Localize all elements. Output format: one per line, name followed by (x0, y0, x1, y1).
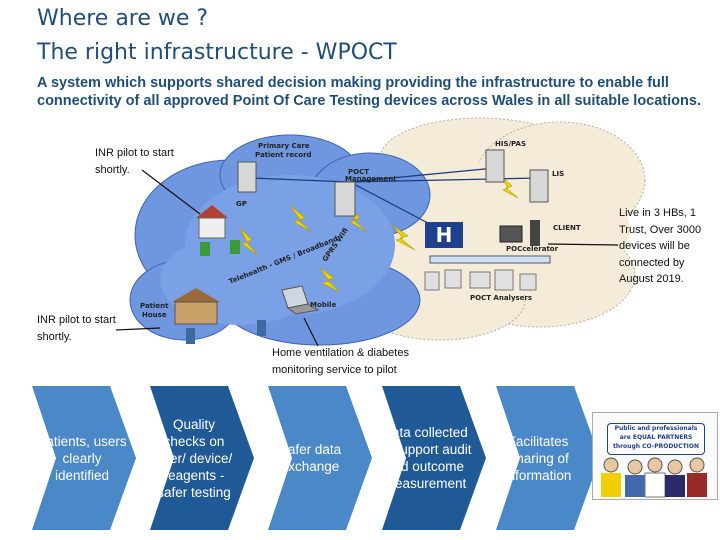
coproduction-badge: Public and professionals are EQUAL PARTN… (592, 412, 718, 500)
hospital-icon: H (425, 222, 463, 248)
label-client: CLIENT (553, 224, 581, 232)
label-poct-analysers: POCT Analysers (470, 294, 532, 302)
label-his-pas: HIS/PAS (495, 140, 526, 148)
hospital-letter: H (436, 223, 453, 247)
label-poccelerator: POCcelerator (506, 245, 559, 253)
note-live: Live in 3 HBs, 1 Trust, Over 3000 device… (619, 207, 702, 285)
step-1-chevron (32, 386, 136, 530)
community-cloud (129, 134, 431, 346)
label-primary-care: Primary Care (258, 142, 310, 150)
title-line-2: The right infrastructure - WPOCT (37, 40, 397, 65)
step-3-chevron (268, 386, 372, 530)
callout-pointers (115, 169, 619, 347)
client-computer-icon (499, 220, 540, 246)
note-inr-top: INR pilot to start shortly. (95, 147, 174, 176)
note-home: Home ventilation & diabetes monitoring s… (272, 347, 409, 376)
label-poct-2: Management (345, 175, 397, 183)
step-4-text: Data collected to support audit and outc… (378, 425, 472, 491)
server-icons (237, 149, 549, 217)
step-3-text: Safer data exchange (278, 442, 342, 474)
step-5-text: Facilitates Sharing of information (504, 433, 572, 483)
badge-line-1: Public and professionals (614, 425, 698, 432)
step-4-chevron (382, 386, 486, 530)
label-lis: LIS (552, 170, 564, 178)
title-line-1: Where are we ? (37, 6, 209, 31)
label-mobile: Mobile (310, 301, 337, 309)
gp-surgery-icon (196, 205, 240, 256)
network-bar (429, 255, 551, 264)
label-patient-record: Patient record (255, 151, 312, 159)
step-2-chevron (150, 386, 254, 530)
mobile-device-icon (257, 320, 266, 336)
badge-line-3: through CO-PRODUCTION (612, 443, 700, 450)
laptop-icon (281, 285, 320, 315)
label-patient-house-1: Patient (140, 302, 169, 310)
step-5-chevron (496, 386, 600, 530)
people-illustration (601, 457, 707, 498)
label-patient-house-2: House (142, 311, 167, 319)
label-gp: GP (236, 200, 247, 208)
note-inr-left: INR pilot to start shortly. (37, 314, 116, 343)
description: A system which supports shared decision … (37, 75, 701, 109)
analyser-icons (424, 269, 537, 291)
step-2-text: Quality checks on user/ device/ reagents… (155, 416, 233, 500)
badge-text-box: Public and professionals are EQUAL PARTN… (607, 423, 705, 455)
label-poct-1: POCT (348, 168, 369, 176)
step-1-text: Patients, users clearly identified (37, 433, 127, 483)
patient-house-icon (172, 288, 220, 344)
badge-line-2: are EQUAL PARTNERS (619, 434, 693, 441)
